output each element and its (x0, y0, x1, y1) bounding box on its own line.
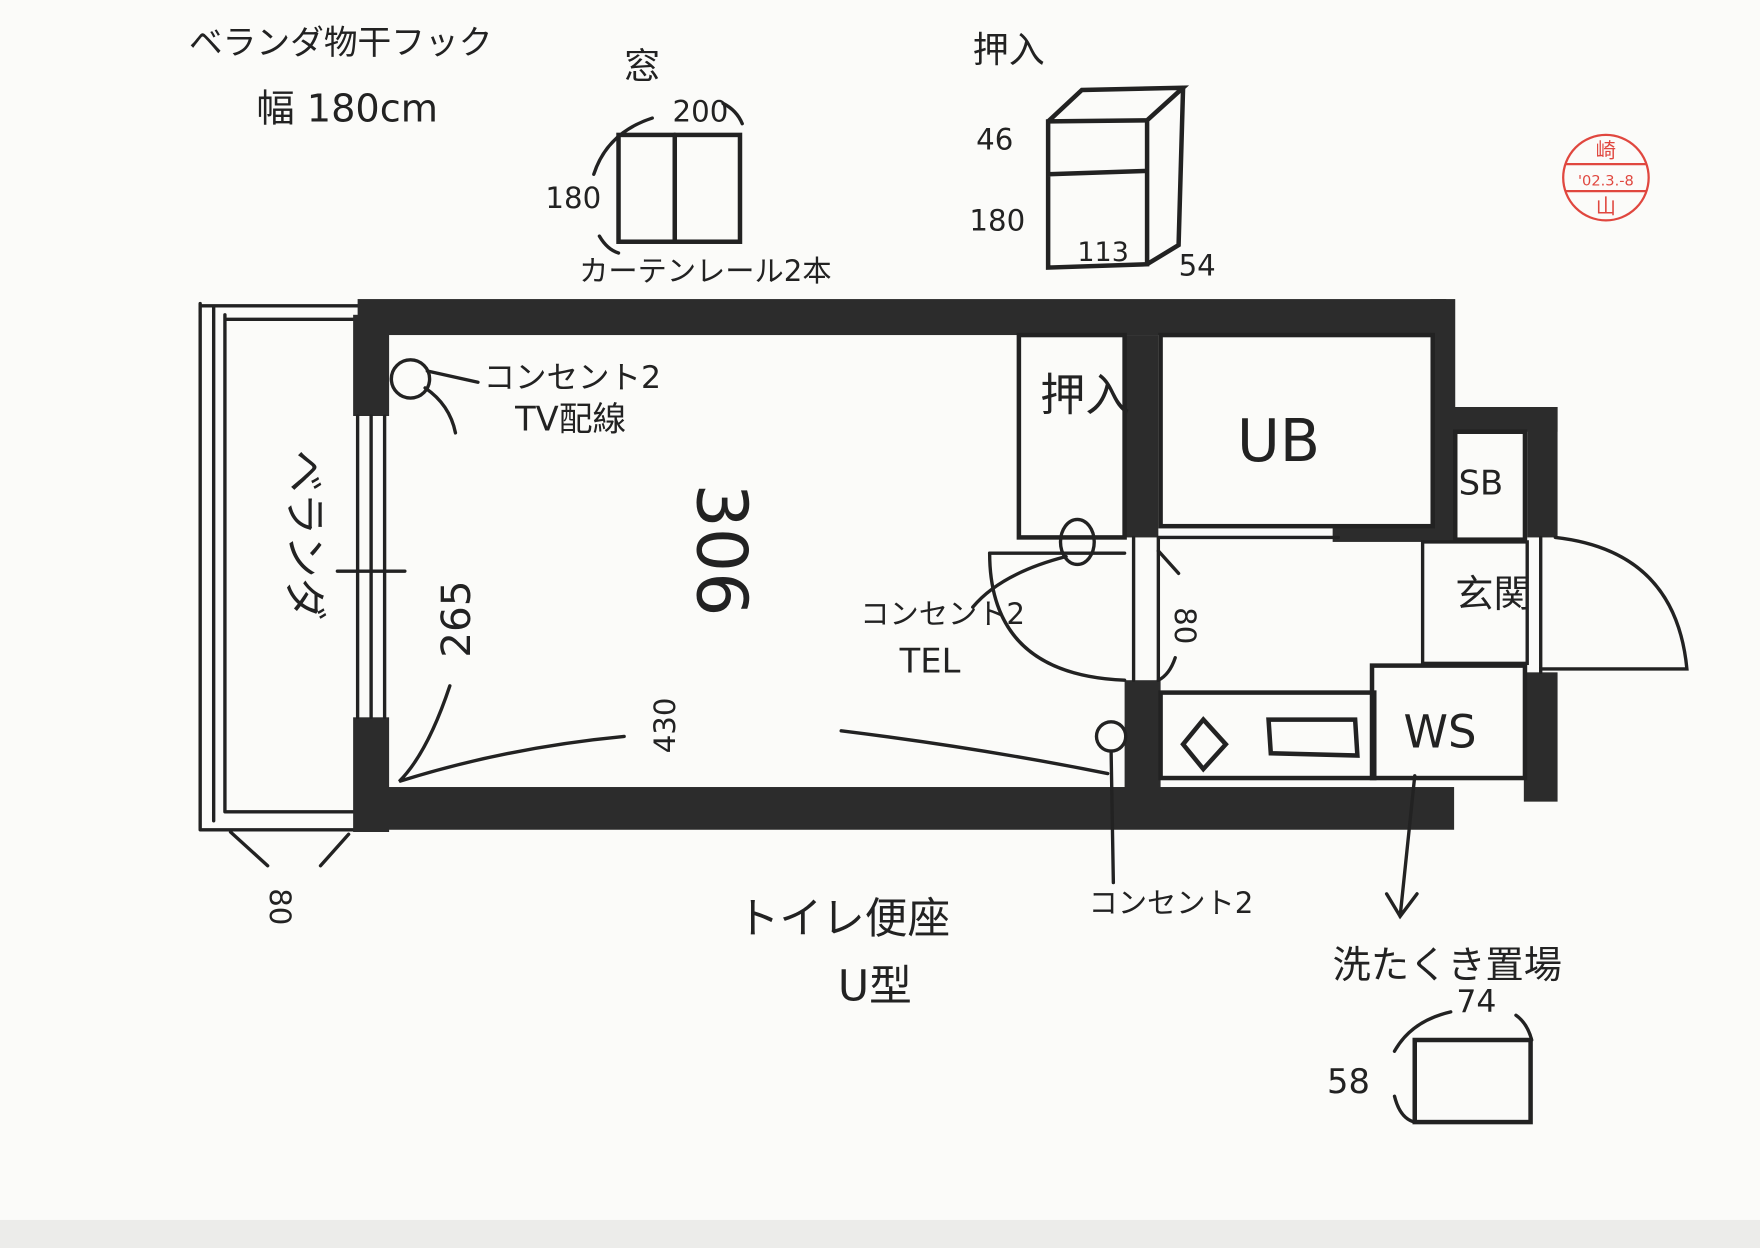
closet-top-dim: 46 (976, 123, 1013, 157)
tel-label: TEL (899, 641, 961, 680)
room-washstand (1369, 663, 1528, 781)
outlet-tel-label: コンセント2 (860, 597, 1025, 631)
room-shoe-box (1452, 429, 1528, 542)
room-length-dim: 306 (680, 483, 761, 616)
outlet-tel-icon (1058, 517, 1096, 567)
closet-sketch: 押入 46 180 113 54 (969, 30, 1215, 283)
toilet-note-line1: トイレ便座 (737, 894, 951, 944)
hallway-lines (1131, 535, 1340, 682)
sink-icon (1266, 717, 1360, 758)
door-width-dim: 430 (648, 698, 682, 754)
window-height: 180 (545, 181, 601, 215)
veranda-label: ベランダ (279, 450, 329, 621)
veranda: ベランダ (198, 301, 362, 832)
room-door-swing (987, 551, 1127, 682)
window-height-dim: 265 (432, 580, 480, 657)
washer-box (1412, 1037, 1533, 1125)
window-sketch: 窓 200 180 カーテンレール2本 (545, 47, 831, 288)
balcony-window (335, 414, 407, 720)
washer-width-dim: 74 (1456, 984, 1496, 1020)
outlet-tv-icon (389, 358, 432, 400)
stamp-date: '02.3.-8 (1578, 173, 1634, 190)
room-bath-label: UB (1237, 407, 1320, 475)
date-stamp: 崎 '02.3.-8 山 (1562, 133, 1650, 222)
outlet-tel-leader (971, 554, 1068, 609)
veranda-gap-lines (228, 830, 351, 868)
room-washstand-label: WS (1404, 706, 1477, 759)
curtain-note: カーテンレール2本 (579, 254, 831, 288)
window-frame (616, 132, 743, 244)
closet-height-dim: 180 (969, 203, 1025, 237)
veranda-width-note: 幅 180cm (256, 87, 438, 131)
stamp-bottom: 山 (1596, 195, 1616, 219)
outlet-bottom-leader (1109, 749, 1116, 885)
hall-width-dim: 80 (1168, 607, 1202, 644)
closet-width-dim: 113 (1077, 237, 1128, 268)
closet-sketch-label: 押入 (973, 30, 1045, 71)
room-bath (1158, 332, 1435, 529)
window-dim-lines (592, 101, 744, 255)
washer-depth-dim: 58 (1327, 1062, 1370, 1101)
toilet-note-line2: U型 (838, 962, 912, 1012)
hall-dim-lines (1156, 549, 1181, 682)
front-door-swing (1539, 535, 1689, 675)
veranda-outline (198, 301, 362, 832)
veranda-gap-dim: 80 (263, 888, 297, 925)
closet-box (1045, 85, 1190, 270)
washer-arrow-icon (1384, 774, 1419, 920)
room-closet-label: 押入 (1040, 368, 1130, 421)
door-width-lines (398, 684, 1110, 784)
paper-edge (0, 1219, 1760, 1248)
washer-dim-lines (1392, 1010, 1534, 1124)
outlet-tv-label: コンセント2 (484, 360, 661, 396)
closet-depth-dim: 54 (1179, 248, 1216, 282)
walls (353, 299, 1558, 832)
room-closet (1016, 332, 1127, 540)
outlet-bottom-label: コンセント2 (1089, 886, 1254, 920)
veranda-hook-note: ベランダ物干フック (189, 23, 493, 62)
room-entrance-label: 玄関 (1455, 573, 1531, 617)
room-shoe-box-label: SB (1459, 464, 1504, 503)
stamp-top: 崎 (1596, 138, 1616, 162)
outlet-bottom-icon (1094, 720, 1128, 753)
stamp-circle (1562, 133, 1650, 222)
stove-icon (1180, 716, 1229, 773)
window-width: 200 (673, 94, 729, 128)
tv-wiring-label: TV配線 (514, 400, 626, 439)
window-label: 窓 (624, 47, 660, 88)
washer-label: 洗たくき置場 (1333, 944, 1562, 988)
outlet-tv-leader (423, 369, 480, 435)
